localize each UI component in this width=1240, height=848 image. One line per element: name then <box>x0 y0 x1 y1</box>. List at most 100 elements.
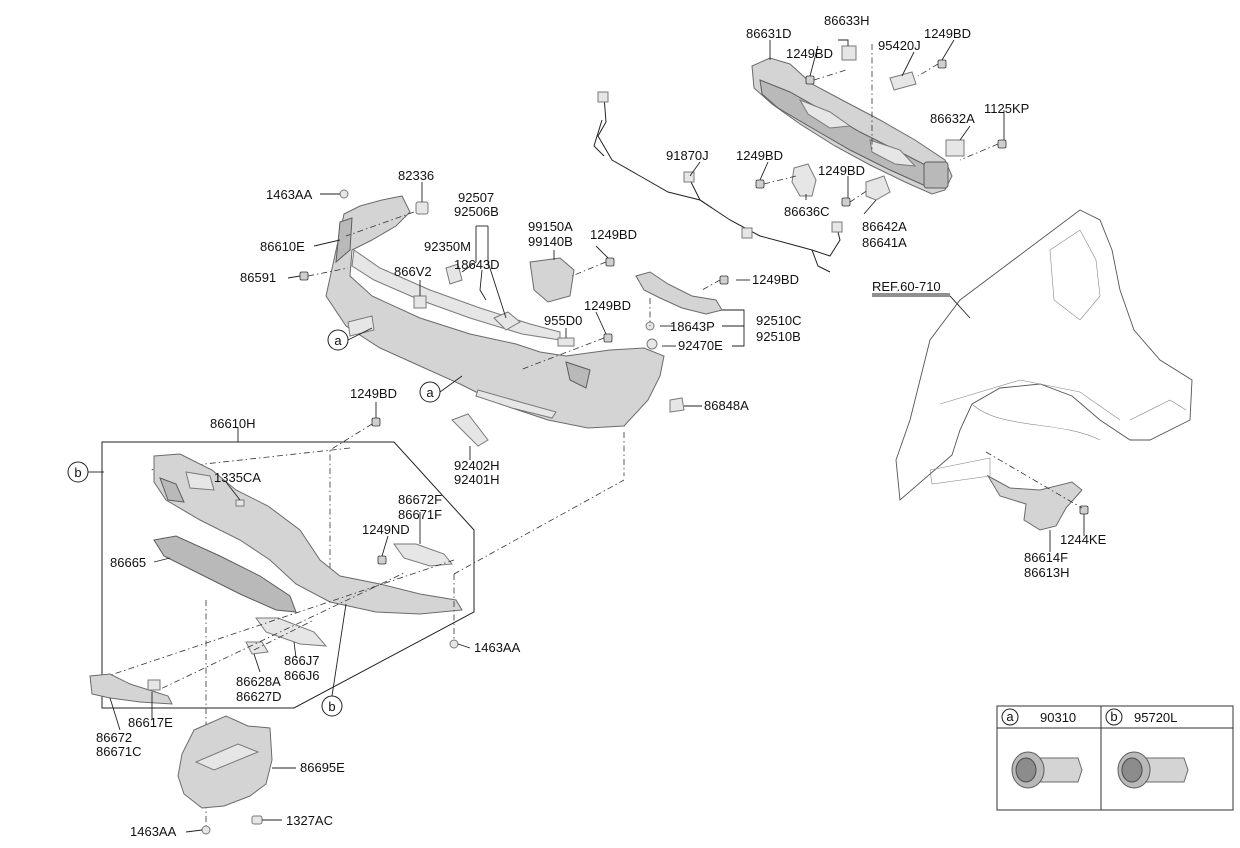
corner-piece-86672 <box>89 673 173 705</box>
bracket-92507 <box>493 311 521 331</box>
label-99150a: 99150A <box>528 219 573 234</box>
label-866j7: 866J7 <box>284 653 319 668</box>
label-866v2 <box>413 295 427 309</box>
label-1249bd-d: 1249BD <box>818 163 865 178</box>
grommet-92470e <box>646 338 658 350</box>
label-ref: REF.60-710 <box>872 279 941 294</box>
clip-1463aa-mid <box>449 639 459 649</box>
rear-bumper-beam <box>751 57 953 195</box>
dash-leads-lower <box>89 479 625 826</box>
label-92350m: 92350M <box>424 239 471 254</box>
label-1249nd: 1249ND <box>362 522 410 537</box>
label-92510c: 92510C <box>756 313 802 328</box>
bracket-86591 <box>347 315 375 337</box>
label-92402h: 92402H <box>454 458 500 473</box>
label-1463aa-a: 1463AA <box>266 187 313 202</box>
label-955d0: 955D0 <box>544 313 582 328</box>
callout-b-1: b <box>67 461 104 483</box>
label-91870j: 91870J <box>666 148 709 163</box>
quarter-panel-ref <box>895 209 1193 501</box>
callout-a-2: a <box>419 375 463 403</box>
label-86610e: 86610E <box>260 239 305 254</box>
leader-lines <box>109 39 1085 833</box>
undercover-rib <box>194 743 260 771</box>
label-86642a: 86642A <box>862 219 907 234</box>
label-86695e: 86695E <box>300 760 345 775</box>
label-18643d: 18643D <box>454 257 500 272</box>
dash-leads-beam <box>763 44 999 203</box>
part-labels: 86631D 86633H 1249BD 95420J 1249BD 86632… <box>96 13 1107 839</box>
label-1463aa-c: 1463AA <box>130 824 177 839</box>
label-86631d: 86631D <box>746 26 792 41</box>
label-1125kp: 1125KP <box>984 101 1029 116</box>
label-86636c: 86636C <box>784 204 830 219</box>
label-1249bd-g: 1249BD <box>584 298 631 313</box>
bracket-86614f <box>986 474 1083 531</box>
clip-955d0 <box>557 337 575 347</box>
label-1249bd-a: 1249BD <box>786 46 833 61</box>
label-92401h: 92401H <box>454 472 500 487</box>
strip-86628a <box>245 641 269 655</box>
dash-lead-bracket <box>985 451 1083 509</box>
label-1249bd-b: 1249BD <box>924 26 971 41</box>
callout-a-1: a <box>327 327 373 351</box>
parking-sensor-b-icon <box>1117 751 1189 789</box>
label-86628a: 86628A <box>236 674 281 689</box>
bracket-86642a <box>865 175 891 201</box>
clip-1463aa-top <box>339 189 349 199</box>
legend-a-letter: a <box>1006 709 1014 724</box>
sensor-92350m <box>445 263 463 285</box>
label-1249bd-f: 1249BD <box>752 272 799 287</box>
lower-diffuser-86610h <box>153 453 463 615</box>
clip-1463aa-bottom <box>201 825 211 835</box>
strip-866j7 <box>255 617 328 647</box>
label-1249bd-e: 1249BD <box>590 227 637 242</box>
garnish-86665 <box>153 535 297 613</box>
label-86641a: 86641A <box>862 235 907 250</box>
reflector-92402h <box>451 413 489 447</box>
bracket-86636c <box>791 163 817 197</box>
label-92470e: 92470E <box>678 338 723 353</box>
legend-b-letter: b <box>1110 709 1117 724</box>
label-86671c: 86671C <box>96 744 142 759</box>
label-86613h: 86613H <box>1024 565 1070 580</box>
callout-letter: a <box>426 385 434 400</box>
wiring-harness-91870j <box>593 91 843 273</box>
label-86614f: 86614F <box>1024 550 1068 565</box>
label-1249bd-c: 1249BD <box>736 148 783 163</box>
label-82336: 82336 <box>398 168 434 183</box>
legend-b-part: 95720L <box>1134 710 1177 725</box>
label-86610h: 86610H <box>210 416 256 431</box>
label-86633h: 86633H <box>824 13 870 28</box>
label-86665: 86665 <box>110 555 146 570</box>
label-86848a: 86848A <box>704 398 749 413</box>
callout-letter: a <box>334 333 342 348</box>
label-86591: 86591 <box>240 270 276 285</box>
label-1463aa-b: 1463AA <box>474 640 521 655</box>
label-1244ke: 1244KE <box>1060 532 1107 547</box>
label-1327ac: 1327AC <box>286 813 333 828</box>
label-18643p: 18643P <box>670 319 715 334</box>
pad-86632a <box>945 139 965 157</box>
bracket-99150a <box>529 257 575 303</box>
label-866v2: 866V2 <box>394 264 432 279</box>
clip-86848a <box>669 397 685 413</box>
label-99140b: 99140B <box>528 234 573 249</box>
label-1249bd-h: 1249BD <box>350 386 397 401</box>
label-92510b: 92510B <box>756 329 801 344</box>
parking-sensor-a-icon <box>1011 751 1083 789</box>
bolt-icon <box>755 59 1007 207</box>
nut-1327ac <box>251 815 263 825</box>
legend-a-part: 90310 <box>1040 710 1076 725</box>
label-86617e: 86617E <box>128 715 173 730</box>
clip-1335ca <box>235 499 245 507</box>
callout-b-2: b <box>321 603 347 717</box>
reflector-86672f <box>393 543 453 567</box>
reflector-92510c <box>635 271 723 315</box>
callout-letter: b <box>328 699 335 714</box>
bolt-icon <box>377 555 387 565</box>
label-1335ca: 1335CA <box>214 470 261 485</box>
pad-95420j <box>889 71 917 91</box>
callout-letter: b <box>74 465 81 480</box>
